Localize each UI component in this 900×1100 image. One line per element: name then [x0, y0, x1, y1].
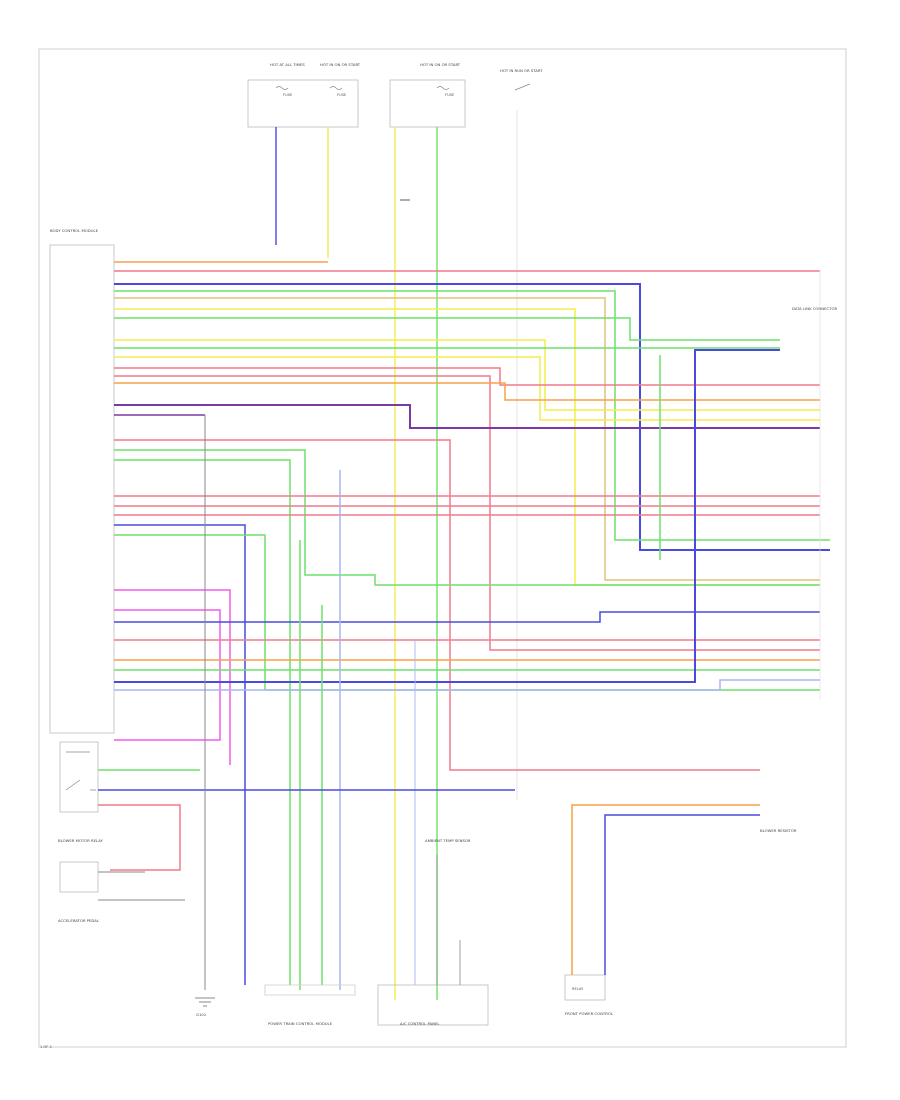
- accel-box: [59, 861, 99, 893]
- right-connector: DATA LINK CONNECTOR: [792, 270, 837, 700]
- blower-resistor-label: BLOWER RESISTOR: [760, 828, 797, 833]
- accel-label: ACCELERATOR PEDAL: [58, 918, 100, 923]
- fuse-label-1: FUSE: [283, 93, 293, 97]
- fuse-title-3: HOT IN ON OR START: [420, 62, 461, 67]
- blower-relay: BLOWER MOTOR RELAY ACCELERATOR PEDAL: [58, 741, 515, 923]
- ground-group: G101: [195, 415, 215, 1017]
- fuse-symbol-3: [436, 86, 450, 90]
- fuse-box-right: [389, 79, 466, 128]
- module2-box: [377, 984, 489, 1026]
- fuse-label-2: FUSE: [337, 93, 347, 97]
- bottom-right-label: FRONT POWER CONTROL: [565, 1011, 614, 1016]
- sensor-label: AMBIENT TEMP SENSOR: [425, 838, 471, 843]
- fuse-box-group: HOT AT ALL TIMES HOT IN ON OR START HOT …: [247, 62, 543, 128]
- fuse-title-2: HOT IN ON OR START: [320, 62, 361, 67]
- bottom-modules: POWER TRAIN CONTROL MODULE A/C CONTROL P…: [264, 804, 797, 1026]
- fuse-label-3: FUSE: [445, 93, 455, 97]
- module2-label: A/C CONTROL PANEL: [400, 1021, 440, 1026]
- fuse-feeds: [275, 110, 518, 1000]
- main-connector-body: [49, 244, 115, 734]
- fuse-box-left: [247, 79, 359, 128]
- relay-box-label: RELAY: [572, 987, 584, 991]
- fuse-title-4: HOT IN RUN OR START: [500, 68, 543, 73]
- relay-box-small: [564, 974, 606, 1001]
- diagram-border: [38, 48, 847, 1048]
- wire-harness: [114, 261, 830, 990]
- relay-box: [59, 741, 99, 813]
- right-connector-label: DATA LINK CONNECTOR: [792, 306, 837, 311]
- module1-label: POWER TRAIN CONTROL MODULE: [268, 1021, 333, 1026]
- fuse-symbol-2: [329, 86, 343, 90]
- fuse-title-1: HOT AT ALL TIMES: [270, 62, 305, 67]
- ground-label: G101: [196, 1012, 207, 1017]
- main-connector-label: BODY CONTROL MODULE: [50, 228, 99, 233]
- module1-bracket: [264, 984, 356, 996]
- fuse-symbol-1: [275, 86, 289, 90]
- relay-switch: [514, 83, 531, 91]
- main-connector: BODY CONTROL MODULE: [49, 228, 115, 734]
- page-number: 1 OF 2: [40, 1045, 52, 1049]
- blower-relay-label: BLOWER MOTOR RELAY: [58, 838, 104, 843]
